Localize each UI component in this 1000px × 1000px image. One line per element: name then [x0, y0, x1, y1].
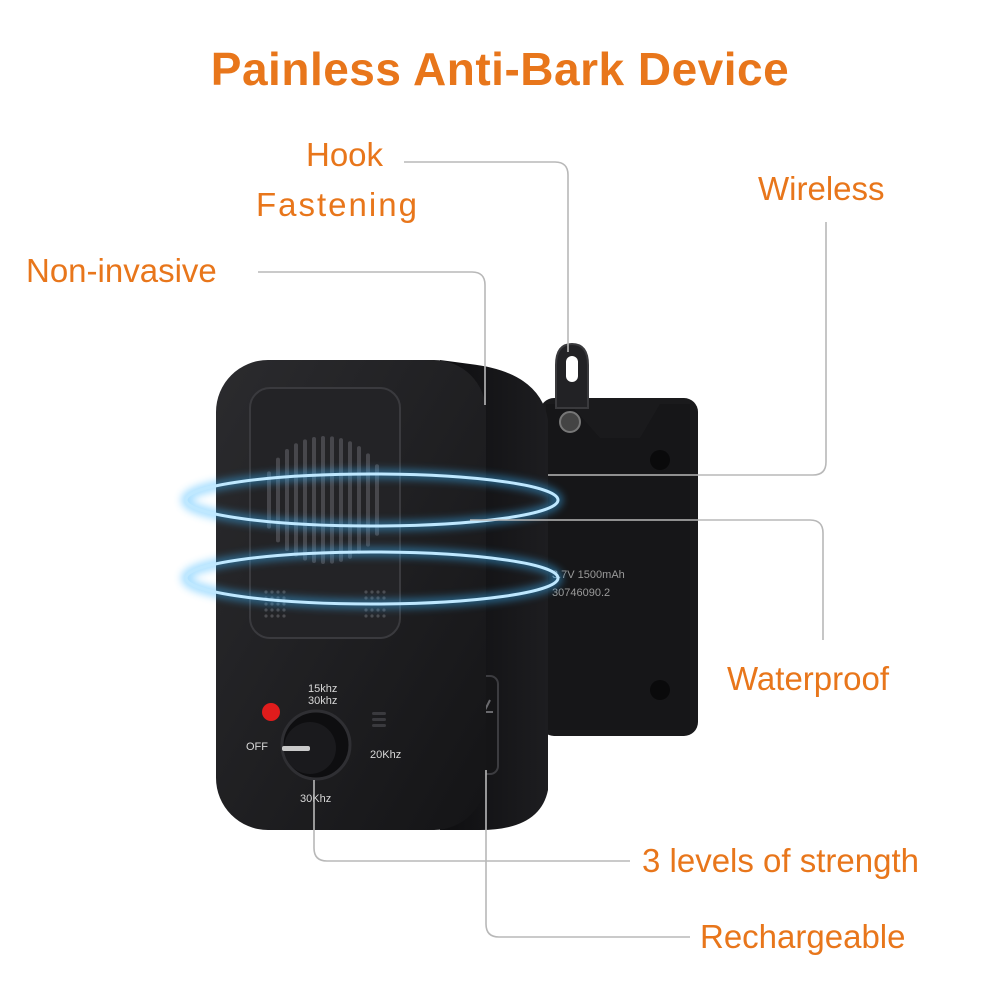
battery-spec-text: 3.7V 1500mAh — [552, 569, 625, 581]
callout-rechargeable: Rechargeable — [700, 918, 906, 955]
callout-non-invasive: Non-invasive — [26, 252, 217, 289]
dial-label-15khz: 15khz — [308, 683, 337, 695]
leader-lines — [258, 161, 827, 938]
frequency-dial[interactable] — [280, 709, 352, 781]
hook-fastener — [555, 342, 589, 433]
back-unit: 3.7V 1500mAh 30746090.2 — [540, 398, 698, 736]
dial-label-20khz: 20Khz — [370, 749, 401, 761]
speaker-grille — [249, 387, 401, 639]
power-indicator-led — [262, 703, 280, 721]
callout-fastening: Fastening — [256, 186, 419, 223]
callout-hook: Hook — [306, 136, 384, 173]
callout-3-levels-of-strength: 3 levels of strength — [642, 842, 919, 879]
callout-waterproof: Waterproof — [727, 660, 890, 697]
signal-glow-rings — [181, 469, 563, 609]
dial-label-off: OFF — [246, 741, 268, 753]
serial-text: 30746090.2 — [552, 587, 610, 599]
dial-label-30khz-top: 30khz — [308, 695, 337, 707]
microphone-holes — [372, 712, 386, 727]
callout-wireless: Wireless — [758, 170, 885, 207]
dial-label-30khz-bottom: 30Khz — [300, 793, 331, 805]
page-title: Painless Anti-Bark Device — [210, 43, 790, 95]
